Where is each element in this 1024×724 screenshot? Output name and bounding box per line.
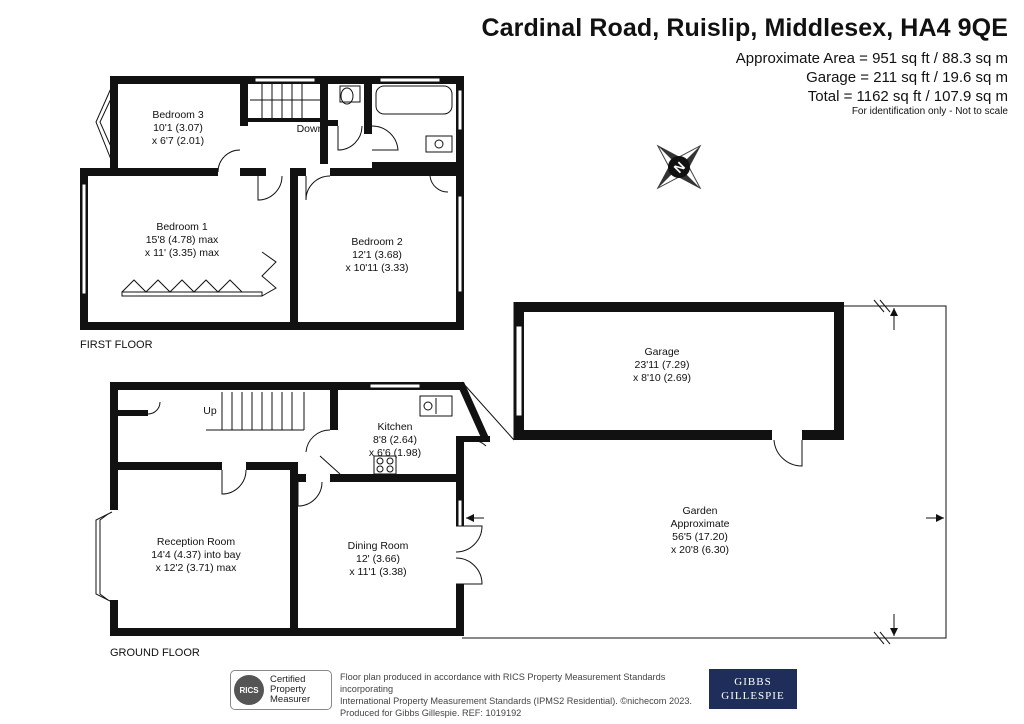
room-dim: x 10'11 (3.33) (345, 262, 408, 274)
badge-text: Certified Property Measurer (270, 675, 310, 705)
room-garden: Garden Approximate 56'5 (17.20) x 20'8 (… (671, 505, 730, 556)
room-name: Garden (682, 505, 717, 517)
footer-line: Floor plan produced in accordance with R… (340, 672, 666, 694)
room-name: Dining Room (348, 540, 409, 552)
badge-line: Measurer (270, 694, 311, 705)
room-dining: Dining Room 12' (3.66) x 11'1 (3.38) (348, 540, 409, 578)
room-dim: x 11'1 (3.38) (349, 566, 406, 578)
area-line-approx: Approximate Area = 951 sq ft / 88.3 sq m (735, 50, 1008, 67)
first-floor-stairs (250, 84, 320, 118)
room-dim: 12'1 (3.68) (352, 249, 402, 261)
room-name: Bedroom 2 (351, 236, 403, 248)
brand-logo: GIBBS GILLESPIE (709, 669, 797, 709)
ground-floor-stairs (206, 392, 305, 431)
room-garage: Garage 23'11 (7.29) x 8'10 (2.69) (633, 346, 691, 384)
stairs-down-label: Down (297, 123, 324, 135)
room-dim: Approximate (671, 518, 730, 530)
room-dim: x 20'8 (6.30) (671, 544, 729, 556)
room-dim: x 11' (3.35) max (145, 247, 220, 259)
first-floor-label: FIRST FLOOR (80, 339, 153, 351)
footer-note: Floor plan produced in accordance with R… (340, 671, 710, 719)
footer-line: International Property Measurement Stand… (340, 696, 692, 706)
brand-line: GIBBS (734, 676, 772, 688)
stairs-up-label: Up (203, 405, 217, 417)
rics-badge: RICS Certified Property Measurer (230, 670, 332, 710)
footer-line: Produced for Gibbs Gillespie. REF: 10191… (340, 708, 522, 718)
room-dim: 23'11 (7.29) (635, 359, 690, 371)
ground-floor-label: GROUND FLOOR (110, 647, 200, 659)
room-bedroom1: Bedroom 1 15'8 (4.78) max x 11' (3.35) m… (145, 221, 220, 259)
room-dim: 56'5 (17.20) (672, 531, 728, 543)
room-name: Garage (644, 346, 679, 358)
room-name: Reception Room (157, 536, 235, 548)
room-dim: x 12'2 (3.71) max (156, 562, 238, 574)
disclaimer: For identification only - Not to scale (851, 106, 1008, 117)
garden-boundary (461, 299, 947, 645)
room-dim: x 8'10 (2.69) (633, 372, 691, 384)
room-dim: 15'8 (4.78) max (146, 234, 219, 246)
first-floor-plan (80, 76, 464, 330)
area-line-garage: Garage = 211 sq ft / 19.6 sq m (806, 69, 1008, 86)
room-bedroom2: Bedroom 2 12'1 (3.68) x 10'11 (3.33) (345, 236, 408, 274)
compass-icon: N (656, 144, 702, 190)
room-reception: Reception Room 14'4 (4.37) into bay x 12… (151, 536, 241, 574)
area-summary: Approximate Area = 951 sq ft / 88.3 sq m… (736, 49, 1008, 106)
room-kitchen: Kitchen 8'8 (2.64) x 6'6 (1.98) (369, 421, 421, 459)
badge-line: Certified (270, 674, 306, 685)
ground-floor-plan (95, 382, 490, 636)
area-line-total: Total = 1162 sq ft / 107.9 sq m (807, 88, 1008, 105)
room-dim: 12' (3.66) (356, 553, 400, 565)
room-name: Bedroom 1 (156, 221, 208, 233)
rics-logo: RICS (234, 675, 264, 705)
room-name: Kitchen (377, 421, 412, 433)
room-dim: 14'4 (4.37) into bay (151, 549, 241, 561)
room-bedroom3: Bedroom 3 10'1 (3.07) x 6'7 (2.01) (152, 109, 204, 147)
room-name: Bedroom 3 (152, 109, 204, 121)
room-dim: 10'1 (3.07) (153, 122, 203, 134)
room-dim: 8'8 (2.64) (373, 434, 417, 446)
badge-line: Property (270, 684, 306, 695)
room-dim: x 6'7 (2.01) (152, 135, 204, 147)
garage-plan (514, 302, 844, 467)
page-title: Cardinal Road, Ruislip, Middlesex, HA4 9… (481, 14, 1008, 42)
brand-line: GILLESPIE (721, 690, 785, 702)
room-dim: x 6'6 (1.98) (369, 447, 421, 459)
